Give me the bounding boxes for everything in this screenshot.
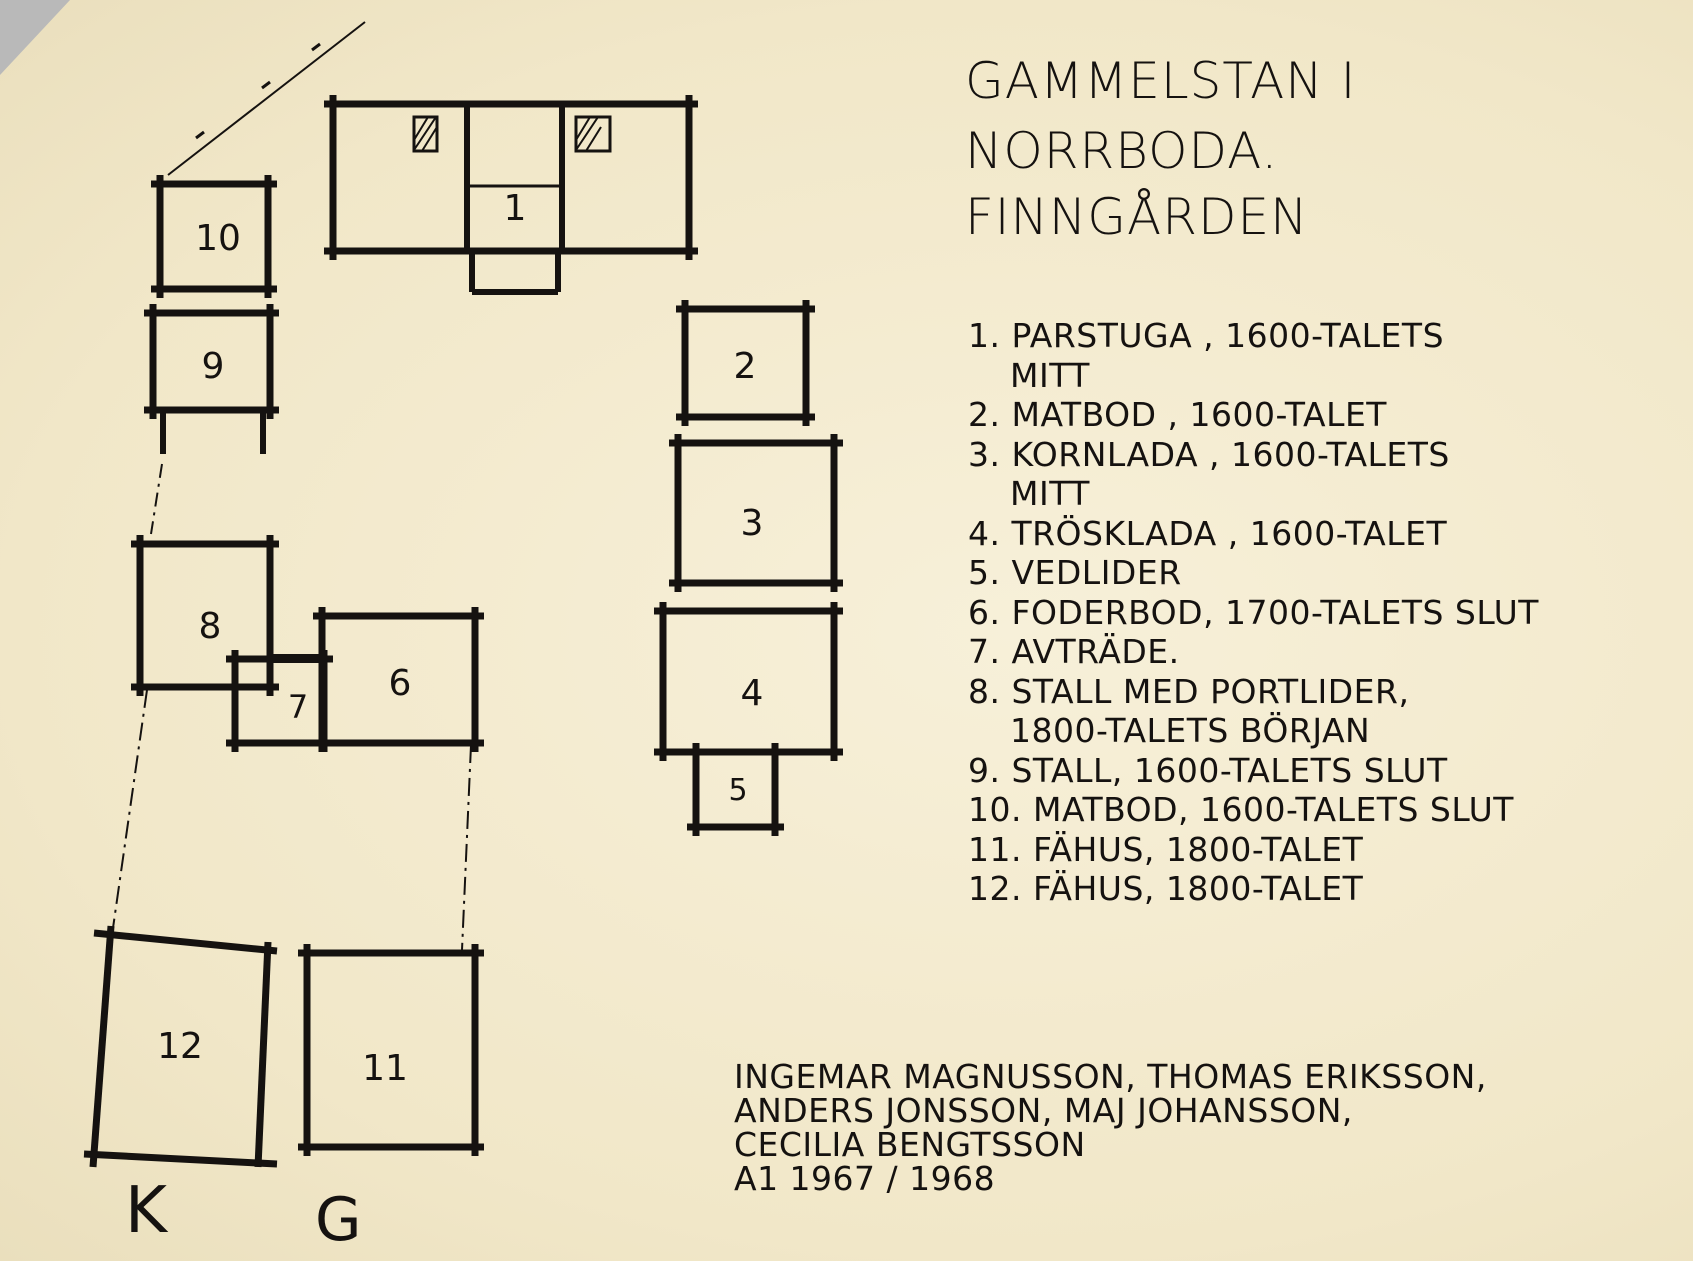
building-11: 11 xyxy=(298,944,484,1156)
chimney-2 xyxy=(574,115,612,153)
legend-item-continuation: 1800-TALETS BÖRJAN xyxy=(1010,711,1371,750)
wall xyxy=(254,941,272,1168)
legend-item: 11. FÄHUS, 1800-TALET xyxy=(968,829,1364,869)
hatch-1 xyxy=(413,116,438,152)
fence-line xyxy=(167,21,366,176)
building-number: 4 xyxy=(741,673,764,714)
building-number: 8 xyxy=(199,606,222,647)
building-4: 4 xyxy=(654,602,843,761)
legend-item: 6. FODERBOD, 1700-TALETS SLUT xyxy=(968,592,1539,632)
hatched-chimneys xyxy=(412,115,612,153)
credits: INGEMAR MAGNUSSON, THOMAS ERIKSSON, ANDE… xyxy=(734,1060,1487,1196)
building-number: 10 xyxy=(195,218,241,259)
building-number: 2 xyxy=(734,346,757,387)
wall xyxy=(93,929,278,955)
building-6: 6 xyxy=(313,607,484,752)
building-7: 7 xyxy=(226,650,333,752)
building-1: 1 xyxy=(324,95,698,295)
fence-marks xyxy=(195,42,321,140)
building-12: 12 xyxy=(83,925,278,1168)
building-number: 6 xyxy=(389,663,412,704)
initial-k: K xyxy=(125,1174,169,1248)
building-number: 1 xyxy=(504,188,527,229)
wall xyxy=(83,1150,278,1168)
initials: K G xyxy=(125,1174,362,1255)
building-number: 5 xyxy=(728,773,747,808)
boundary-lines xyxy=(111,21,472,951)
boundary-dash-1 xyxy=(150,463,163,535)
legend-item: 1. PARSTUGA , 1600-TALETS xyxy=(968,316,1445,355)
legend-item: 2. MATBOD , 1600-TALET xyxy=(968,395,1387,434)
boundary-dash-2 xyxy=(111,689,148,936)
building-9: 9 xyxy=(144,304,279,454)
initial-g: G xyxy=(315,1185,362,1255)
credits-line: CECILIA BENGTSSON xyxy=(734,1125,1086,1164)
building-2: 2 xyxy=(676,300,815,426)
credits-line: A1 1967 / 1968 xyxy=(734,1159,996,1198)
hatch-2 xyxy=(575,116,602,152)
title-line-3: FINNGÅRDEN xyxy=(965,188,1309,246)
legend-item: 9. STALL, 1600-TALETS SLUT xyxy=(968,750,1448,790)
building-8: 8 xyxy=(131,535,279,696)
building-number: 7 xyxy=(288,688,308,726)
building-number: 12 xyxy=(157,1026,203,1067)
building-number: 11 xyxy=(362,1048,408,1089)
legend-item-continuation: MITT xyxy=(1010,474,1090,513)
building-3: 3 xyxy=(669,434,843,592)
boundary-dash-3 xyxy=(461,744,472,951)
legend-item: 12. FÄHUS, 1800-TALET xyxy=(968,869,1364,908)
credits-line: ANDERS JONSSON, MAJ JOHANSSON, xyxy=(734,1091,1353,1130)
legend-item: 5. VEDLIDER xyxy=(968,553,1182,592)
chimney-1 xyxy=(412,115,439,153)
building-number: 9 xyxy=(202,346,225,387)
legend-item: 3. KORNLADA , 1600-TALETS xyxy=(968,434,1450,474)
legend-item: 8. STALL MED PORTLIDER, xyxy=(968,671,1410,711)
legend-item: 10. MATBOD, 1600-TALETS SLUT xyxy=(968,790,1514,829)
credits-line: INGEMAR MAGNUSSON, THOMAS ERIKSSON, xyxy=(734,1057,1487,1096)
title-line-1: GAMMELSTAN I xyxy=(965,52,1357,110)
legend-item: 7. AVTRÄDE. xyxy=(968,632,1180,671)
building-10: 10 xyxy=(151,175,277,298)
legend-item-continuation: MITT xyxy=(1010,355,1090,395)
building-number: 3 xyxy=(741,503,764,544)
title-line-2: NORRBODA. xyxy=(965,122,1279,180)
building-5: 5 xyxy=(687,743,784,836)
wall xyxy=(89,925,115,1168)
legend-item: 4. TRÖSKLADA , 1600-TALET xyxy=(968,513,1448,553)
paper-corner xyxy=(0,0,70,75)
